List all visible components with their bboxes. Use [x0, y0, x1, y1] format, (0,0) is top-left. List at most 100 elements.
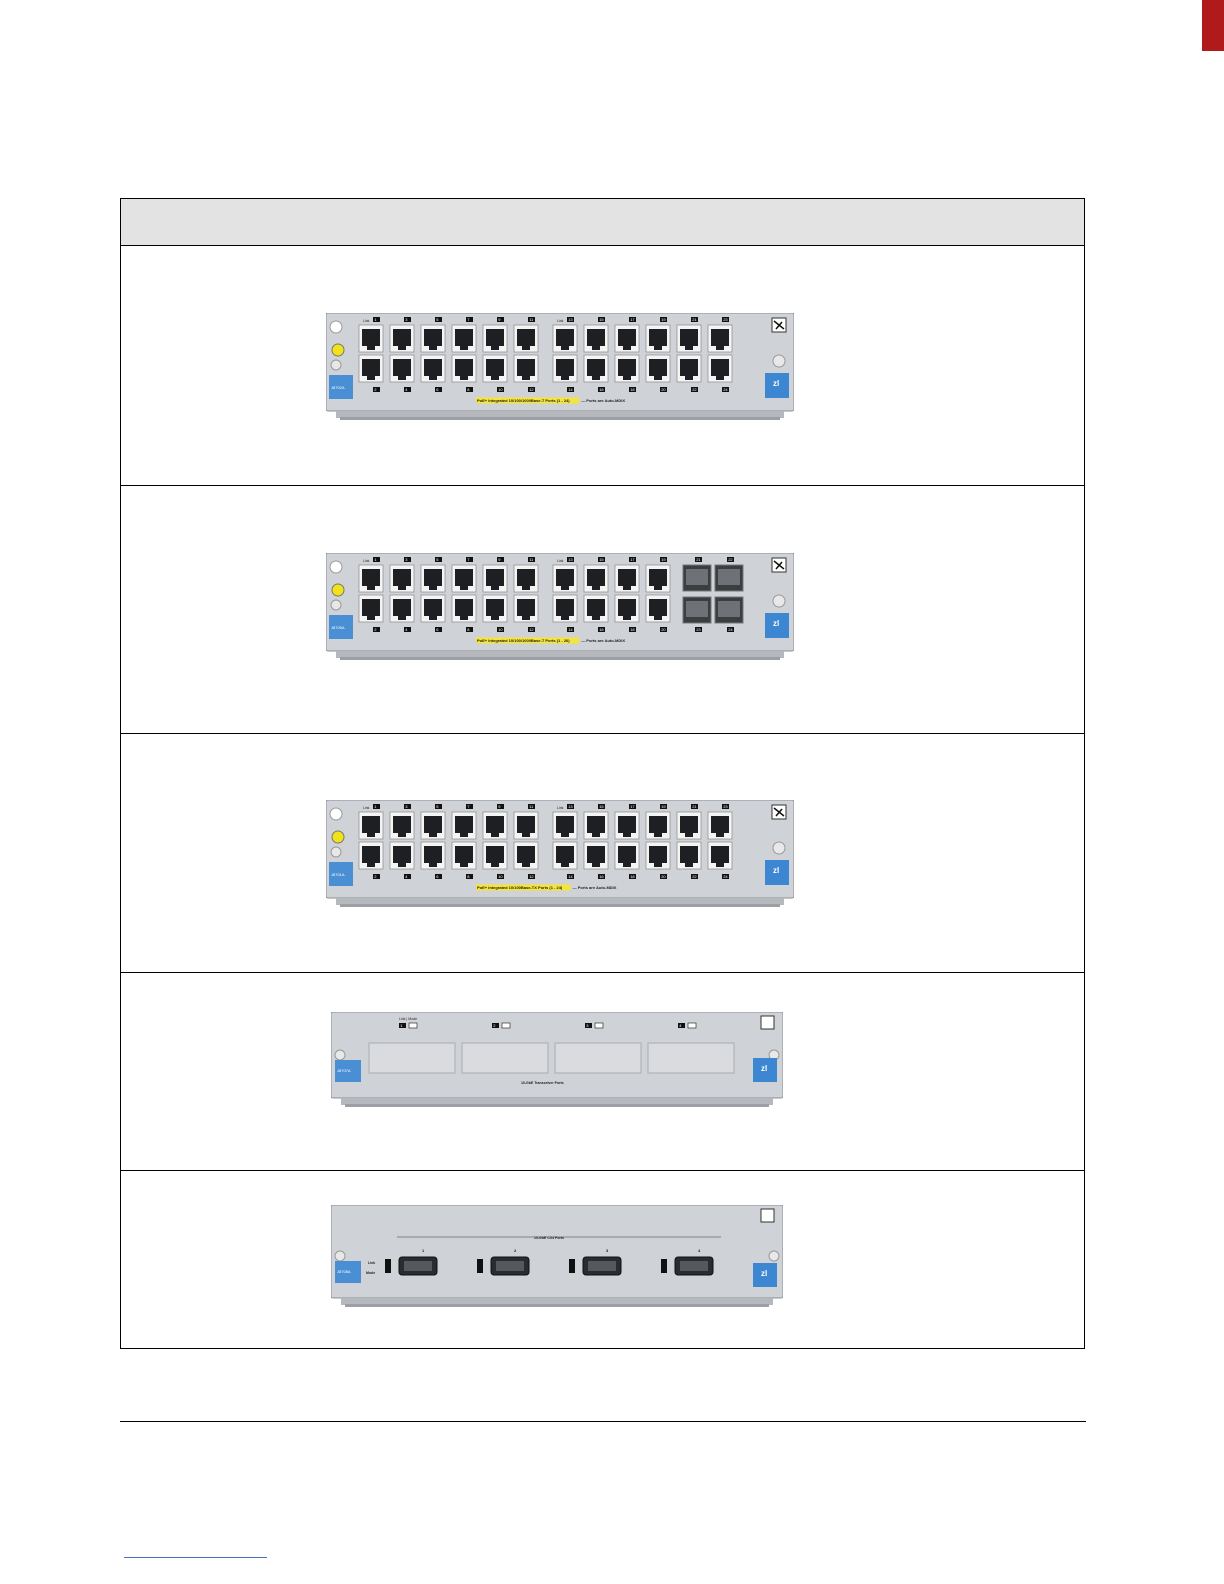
port-number: 9 — [498, 557, 501, 562]
page-edge-tab — [1202, 0, 1224, 51]
port-number-badge — [660, 387, 667, 392]
port-number: 10 — [498, 387, 503, 392]
port-number-badge — [435, 557, 442, 562]
port-number-badge — [727, 627, 734, 632]
rj45-socket — [393, 846, 411, 863]
zl-badge-text: zl — [773, 379, 779, 388]
rj45-socket — [517, 329, 535, 346]
port-number: 11 — [529, 317, 534, 322]
port-number: 22 — [692, 874, 697, 879]
caption-highlight-text: PoE+ Integrated 10/100/1000Base-T Ports … — [477, 398, 570, 403]
port-number-badge — [629, 874, 636, 879]
port-number-badge — [722, 317, 729, 322]
rj45-tab — [561, 616, 569, 620]
port-number: 7 — [467, 317, 470, 322]
poe-badge-icon — [331, 583, 345, 597]
rj45-socket — [455, 846, 473, 863]
rj45-socket — [618, 846, 636, 863]
rj45-tab — [491, 833, 499, 837]
rj45-tab — [491, 346, 499, 350]
row-divider — [121, 972, 1084, 973]
port-number: 1 — [422, 1248, 425, 1253]
port-number: 18 — [630, 387, 635, 392]
rj45-tab — [592, 376, 600, 380]
rj45-socket — [517, 599, 535, 616]
caption-highlight — [476, 884, 571, 891]
rj45-tab — [685, 833, 693, 837]
module-faceplate — [331, 1205, 783, 1299]
rj45-socket — [556, 359, 574, 376]
port-number: 23 — [696, 627, 701, 632]
port-number-badge — [722, 387, 729, 392]
rj45-socket — [711, 329, 729, 346]
rj45-socket — [587, 359, 605, 376]
rj45-socket — [362, 599, 380, 616]
zl-badge — [765, 373, 789, 398]
port-number-badge — [435, 627, 442, 632]
caption-highlight-text: PoE+ Integrated 10/100Base-TX Ports (1 -… — [477, 885, 563, 890]
port-number-badge — [497, 557, 504, 562]
link-led — [477, 1259, 483, 1273]
port-number-badge — [727, 557, 734, 562]
port-number: 3 — [405, 557, 408, 562]
port-number-badge — [404, 387, 411, 392]
rj45-tab — [429, 833, 437, 837]
port-number-badge — [567, 627, 574, 632]
rj45-tab — [654, 616, 662, 620]
sfp-cage — [718, 569, 740, 585]
rj45-tab — [491, 616, 499, 620]
port-number-badge — [435, 874, 442, 879]
rj45-socket — [362, 846, 380, 863]
port-number: 18 — [630, 627, 635, 632]
port-number: 9 — [498, 804, 501, 809]
port-number: 18 — [630, 874, 635, 879]
module-rail — [336, 651, 784, 658]
rj45-tab — [592, 863, 600, 867]
mounting-screw — [334, 1049, 346, 1061]
rj45-tab — [491, 863, 499, 867]
rj45-tab — [460, 346, 468, 350]
rj45-tab — [561, 586, 569, 590]
product-label-text: J8707A — [337, 1068, 351, 1073]
port-number-badge — [691, 804, 698, 809]
port-number-badge — [466, 627, 473, 632]
rj45-tab — [491, 376, 499, 380]
rj45-tab — [685, 376, 693, 380]
rj45-socket — [618, 569, 636, 586]
module-rail-lower — [340, 417, 780, 420]
rj45-socket — [618, 599, 636, 616]
port-number: 21 — [692, 804, 697, 809]
port-number: 3 — [405, 317, 408, 322]
rj45-socket — [362, 569, 380, 586]
module-rail-lower — [345, 1104, 769, 1107]
rj45-tab — [716, 863, 724, 867]
rj45-tab — [654, 833, 662, 837]
port-number-badge — [567, 387, 574, 392]
port-number: 6 — [436, 874, 439, 879]
port-number: 7 — [467, 557, 470, 562]
rj45-tab — [491, 586, 499, 590]
mode-label: Mode — [366, 1271, 375, 1275]
footer-link-underline[interactable] — [124, 1557, 267, 1558]
sfp-cage — [718, 601, 740, 617]
rj45-socket — [649, 816, 667, 833]
rj45-tab — [460, 616, 468, 620]
rj45-tab — [460, 863, 468, 867]
port-number-badge — [567, 874, 574, 879]
rj45-tab — [398, 616, 406, 620]
port-number-badge — [567, 804, 574, 809]
row-divider — [121, 485, 1084, 486]
port-number: 2 — [374, 627, 377, 632]
port-number: 4 — [405, 387, 408, 392]
module-rail — [341, 1298, 773, 1305]
caption-text: 10-GbE Transceiver Ports — [521, 1081, 564, 1085]
mounting-screw — [768, 1250, 780, 1262]
qr-code-pattern — [773, 807, 785, 817]
rj45-socket — [556, 569, 574, 586]
port-number-badge — [466, 874, 473, 879]
rj45-tab — [398, 863, 406, 867]
port-number: 3 — [405, 804, 408, 809]
port-number-badge — [598, 627, 605, 632]
